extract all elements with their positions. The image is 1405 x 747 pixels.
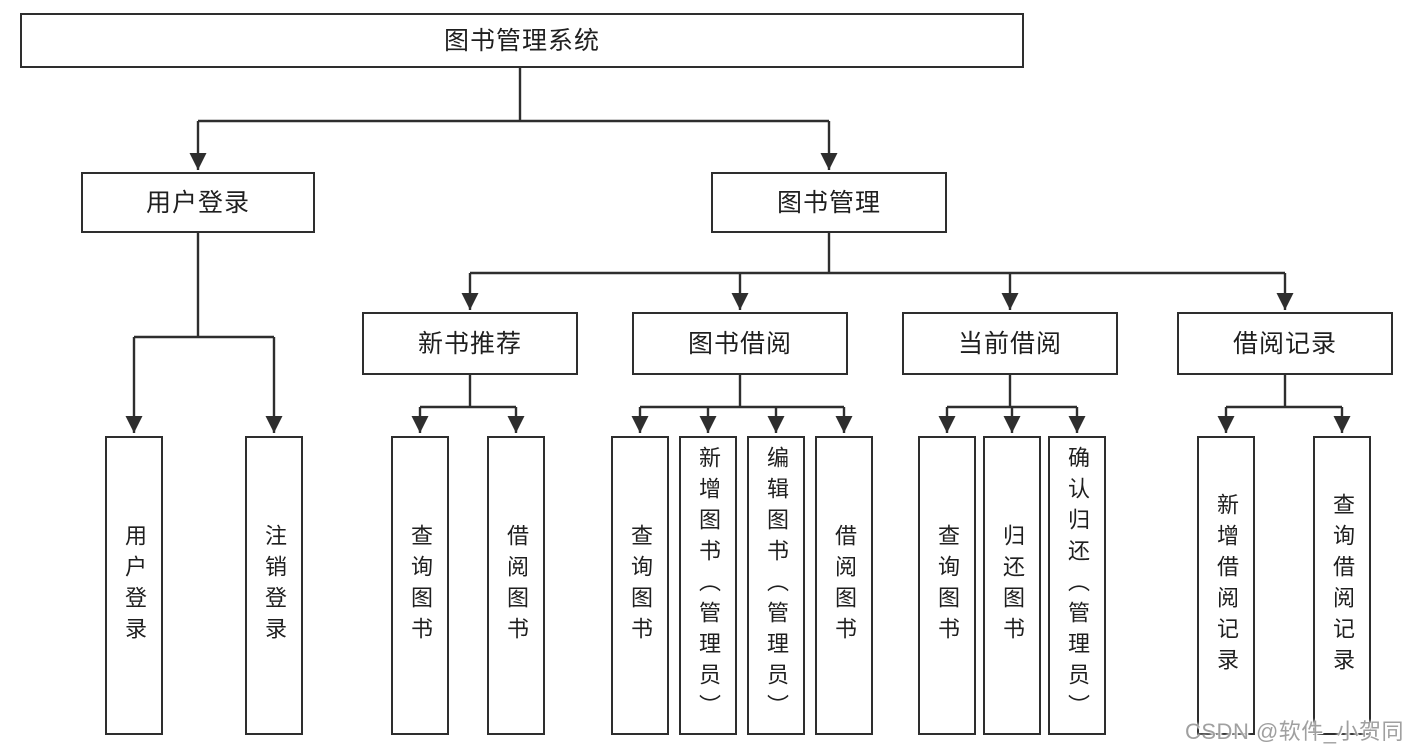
leaf-borrow-borrow-books-label: 借阅图书	[832, 523, 857, 648]
node-user-login-label: 用户登录	[145, 188, 250, 217]
node-root: 图书管理系统	[20, 13, 1024, 68]
leaf-recommend-query-books: 查询图书	[391, 436, 449, 735]
leaf-borrow-query-books-label: 查询图书	[628, 523, 653, 648]
leaf-logout-label: 注销登录	[262, 523, 287, 648]
csdn-watermark: CSDN @软件_小贺同学	[1185, 719, 1405, 744]
leaf-current-return-books-label: 归还图书	[1000, 523, 1025, 648]
leaf-current-confirm-return-admin-label: 确认归还（管理员）	[1065, 446, 1090, 725]
leaf-current-query-books: 查询图书	[918, 436, 976, 735]
node-user-login: 用户登录	[81, 172, 315, 233]
leaf-borrow-add-books-admin-label: 新增图书（管理员）	[696, 446, 721, 725]
leaf-recommend-borrow-books-label: 借阅图书	[504, 523, 529, 648]
leaf-user-login: 用户登录	[105, 436, 163, 735]
leaf-logout: 注销登录	[245, 436, 303, 735]
leaf-recommend-query-books-label: 查询图书	[408, 523, 433, 648]
leaf-records-add-borrow-record-label: 新增借阅记录	[1214, 492, 1239, 679]
leaf-current-confirm-return-admin: 确认归还（管理员）	[1048, 436, 1106, 735]
node-current-borrow: 当前借阅	[902, 312, 1118, 375]
node-root-label: 图书管理系统	[443, 26, 600, 55]
node-book-borrow-label: 图书借阅	[687, 329, 792, 358]
node-book-borrow: 图书借阅	[632, 312, 848, 375]
leaf-borrow-query-books: 查询图书	[611, 436, 669, 735]
leaf-recommend-borrow-books: 借阅图书	[487, 436, 545, 735]
leaf-records-add-borrow-record: 新增借阅记录	[1197, 436, 1255, 735]
leaf-current-return-books: 归还图书	[983, 436, 1041, 735]
leaf-borrow-edit-books-admin: 编辑图书（管理员）	[747, 436, 805, 735]
node-book-management: 图书管理	[711, 172, 947, 233]
leaf-records-query-borrow-record: 查询借阅记录	[1313, 436, 1371, 735]
node-new-book-recommend: 新书推荐	[362, 312, 578, 375]
node-book-management-label: 图书管理	[776, 188, 881, 217]
leaf-records-query-borrow-record-label: 查询借阅记录	[1330, 492, 1355, 679]
leaf-borrow-add-books-admin: 新增图书（管理员）	[679, 436, 737, 735]
node-borrow-records-label: 借阅记录	[1232, 329, 1337, 358]
leaf-borrow-borrow-books: 借阅图书	[815, 436, 873, 735]
node-new-book-recommend-label: 新书推荐	[417, 329, 522, 358]
leaf-current-query-books-label: 查询图书	[935, 523, 960, 648]
node-current-borrow-label: 当前借阅	[957, 329, 1062, 358]
leaf-user-login-label: 用户登录	[122, 523, 147, 648]
leaf-borrow-edit-books-admin-label: 编辑图书（管理员）	[764, 446, 789, 725]
node-borrow-records: 借阅记录	[1177, 312, 1393, 375]
